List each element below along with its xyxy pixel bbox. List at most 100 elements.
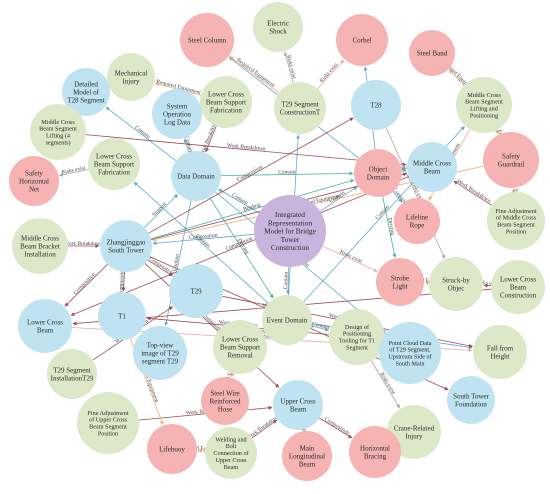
node-circle[interactable] xyxy=(429,257,483,311)
edge-object-domain-to-strobe-light xyxy=(382,196,397,258)
node-circle[interactable] xyxy=(491,260,545,314)
edge-zhangjinggao-to-t1 xyxy=(121,271,126,292)
node-circle[interactable] xyxy=(253,2,303,52)
node-steel-band[interactable]: Steel Band xyxy=(409,30,455,76)
edge-label: Risks exist xyxy=(339,249,364,265)
node-circle[interactable] xyxy=(273,380,323,430)
node-circle[interactable] xyxy=(456,77,512,133)
node-circle[interactable] xyxy=(169,264,223,318)
node-circle[interactable] xyxy=(407,142,457,192)
node-t1[interactable]: T1 xyxy=(98,292,146,340)
node-circle[interactable] xyxy=(376,258,424,306)
node-circle[interactable] xyxy=(354,149,402,197)
edge-zhangjinggao-to-lower-cross-beam xyxy=(64,264,108,307)
node-circle[interactable] xyxy=(262,295,312,345)
node-circle[interactable] xyxy=(12,218,68,274)
edge-zhangjinggao-to-data-domain xyxy=(144,194,178,228)
node-circle[interactable] xyxy=(200,76,252,128)
node-corbel[interactable]: Corbel xyxy=(336,14,388,66)
edge-lower-beam-support-fab-top-to-data-domain xyxy=(205,125,217,153)
node-circle[interactable] xyxy=(254,195,326,267)
node-circle[interactable] xyxy=(171,151,221,201)
node-circle[interactable] xyxy=(336,14,388,66)
node-circle[interactable] xyxy=(282,431,332,481)
node-circle[interactable] xyxy=(18,299,72,353)
node-circle[interactable] xyxy=(88,138,140,190)
node-circle[interactable] xyxy=(77,392,139,454)
node-circle[interactable] xyxy=(9,156,59,206)
node-circle[interactable] xyxy=(329,309,385,365)
node-circle[interactable] xyxy=(152,89,202,139)
node-t29[interactable]: T29 xyxy=(169,264,223,318)
node-steel-column[interactable]: Steel Column xyxy=(180,13,234,67)
node-circle[interactable] xyxy=(349,426,401,478)
node-circle[interactable] xyxy=(98,292,146,340)
node-data-domain[interactable]: Data Domain xyxy=(171,151,221,201)
node-circle[interactable] xyxy=(447,376,495,424)
node-circle[interactable] xyxy=(379,322,441,384)
node-circle[interactable] xyxy=(133,326,187,380)
node-circle[interactable] xyxy=(409,30,455,76)
node-circle[interactable] xyxy=(147,424,197,474)
node-t28[interactable]: T28 xyxy=(351,80,401,130)
node-circle[interactable] xyxy=(107,53,155,101)
node-circle[interactable] xyxy=(201,377,249,425)
node-circle[interactable] xyxy=(274,82,326,134)
node-circle[interactable] xyxy=(394,198,440,244)
node-circle[interactable] xyxy=(483,132,539,188)
node-circle[interactable] xyxy=(100,220,152,272)
edge-label: Required Equipment xyxy=(179,444,225,453)
node-circle[interactable] xyxy=(387,405,441,459)
node-circle[interactable] xyxy=(213,320,267,374)
node-event-domain[interactable]: Event Domain xyxy=(262,295,312,345)
node-circle[interactable] xyxy=(205,427,257,479)
node-lifebuoy[interactable]: Lifebuoy xyxy=(147,424,197,474)
node-circle[interactable] xyxy=(30,104,86,160)
node-circle[interactable] xyxy=(487,192,545,250)
node-circle[interactable] xyxy=(62,68,110,116)
node-circle[interactable] xyxy=(473,325,527,379)
node-circle[interactable] xyxy=(47,349,97,399)
node-circle[interactable] xyxy=(180,13,234,67)
node-circle[interactable] xyxy=(351,80,401,130)
